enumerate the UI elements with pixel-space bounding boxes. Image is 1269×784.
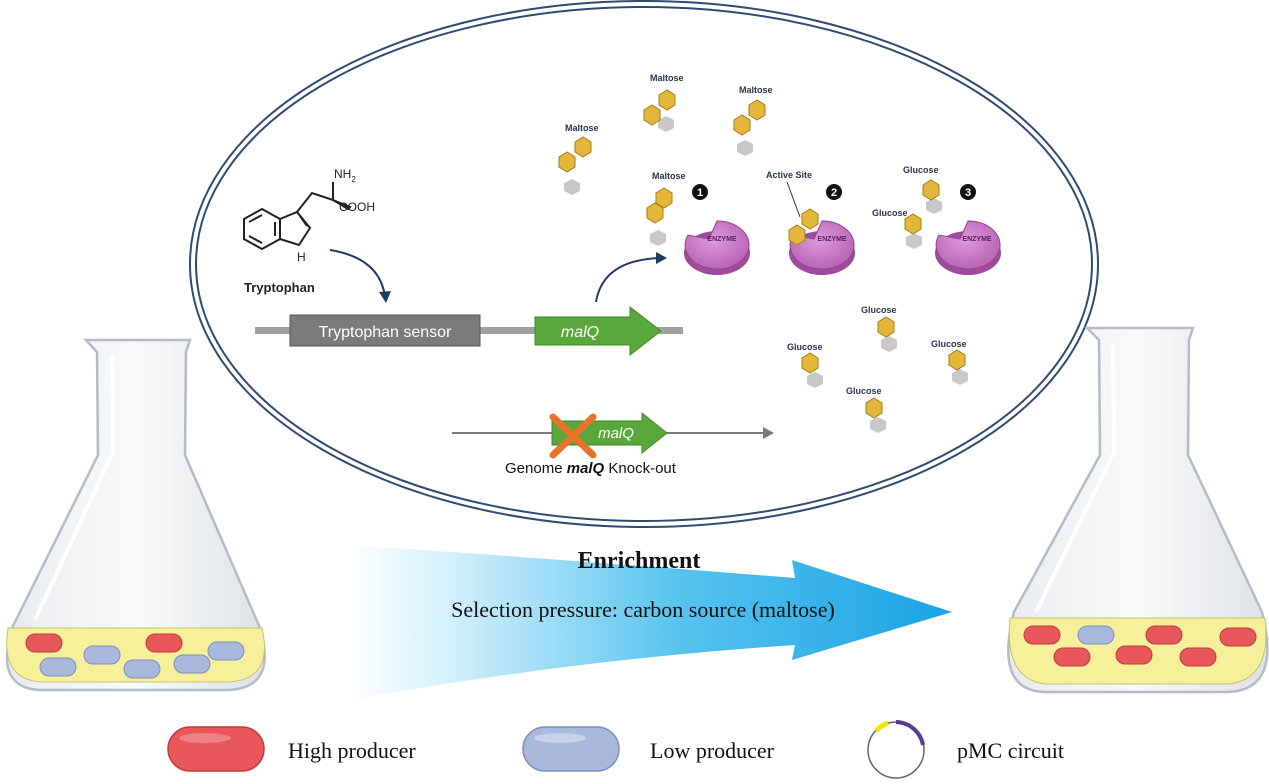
high-producer-cell [1023, 625, 1061, 645]
legend-plasmid-icon [867, 720, 925, 779]
glucose-label-2: Glucose [787, 342, 823, 352]
cooh-label: COOH [339, 200, 375, 214]
legend-high-producer-label: High producer [288, 738, 416, 763]
glucose-label-4: Glucose [846, 386, 882, 396]
low-producer-cell [207, 641, 245, 661]
glucose-label-3: Glucose [931, 339, 967, 349]
maltose-label-2: Maltose [650, 73, 684, 83]
binding-arrow-head [379, 291, 391, 303]
legend: High producer Low producer pMC circuit [167, 720, 1064, 779]
low-producer-cell [123, 659, 161, 679]
legend-circuit-label: pMC circuit [957, 738, 1064, 763]
high-producer-cell [1219, 627, 1257, 647]
step-number-3: 3 [965, 187, 971, 199]
expression-arrow-head [656, 252, 667, 264]
enzyme-label-1: ENZYME [707, 236, 737, 243]
low-producer-cell [39, 657, 77, 677]
glucose-label-step3b: Glucose [872, 208, 908, 218]
step-badge-1 [692, 184, 708, 200]
right-flask-cells [1023, 625, 1257, 667]
maltose-label-4: Maltose [652, 171, 686, 181]
high-producer-cell [145, 633, 183, 653]
cell-ellipse [189, 0, 1099, 528]
enrichment-subtitle: Selection pressure: carbon source (malto… [451, 597, 835, 622]
expression-arrow [595, 257, 661, 303]
legend-high-producer-swatch [167, 726, 265, 772]
glucose-label-1: Glucose [861, 305, 897, 315]
binding-arrow [329, 249, 386, 298]
knockout-gene-label: malQ [598, 425, 634, 442]
low-producer-cell [1077, 625, 1115, 645]
malq-gene-label: malQ [561, 324, 599, 341]
high-producer-cell [1053, 647, 1091, 667]
tryptophan-label: Tryptophan [244, 280, 315, 295]
legend-low-producer-swatch [522, 726, 620, 772]
left-flask-cells [25, 633, 245, 679]
maltose-label-1: Maltose [565, 123, 599, 133]
low-producer-cell [173, 654, 211, 674]
active-site-label: Active Site [766, 170, 812, 180]
legend-low-producer-label: Low producer [650, 738, 775, 763]
enrichment-arrow [350, 545, 952, 700]
tryptophan-sensor-box [289, 314, 481, 347]
malq-gene-arrow [534, 305, 662, 357]
step-badge-2 [826, 184, 842, 200]
step-number-1: 1 [697, 187, 703, 199]
active-site-pointer [786, 181, 801, 218]
knockout-cross-icon [549, 413, 597, 459]
nh2-label: NH2 [334, 167, 356, 184]
low-producer-cell [83, 645, 121, 665]
enzyme-label-2: ENZYME [817, 236, 847, 243]
tryptophan-sensor-label: Tryptophan sensor [319, 324, 452, 341]
enrichment-title: Enrichment [578, 548, 701, 574]
enzyme-label-3: ENZYME [962, 236, 992, 243]
high-producer-cell [1115, 645, 1153, 665]
tryptophan-structure [243, 182, 352, 251]
maltose-label-3: Maltose [739, 85, 773, 95]
high-producer-cell [1145, 625, 1183, 645]
knockout-caption: Genome malQ Knock-out [505, 460, 677, 477]
step-number-2: 2 [831, 187, 837, 199]
high-producer-cell [1179, 647, 1217, 667]
step-badge-3 [960, 184, 976, 200]
high-producer-cell [25, 633, 63, 653]
glucose-label-step3a: Glucose [903, 165, 939, 175]
ring-h-label: H [297, 250, 306, 264]
